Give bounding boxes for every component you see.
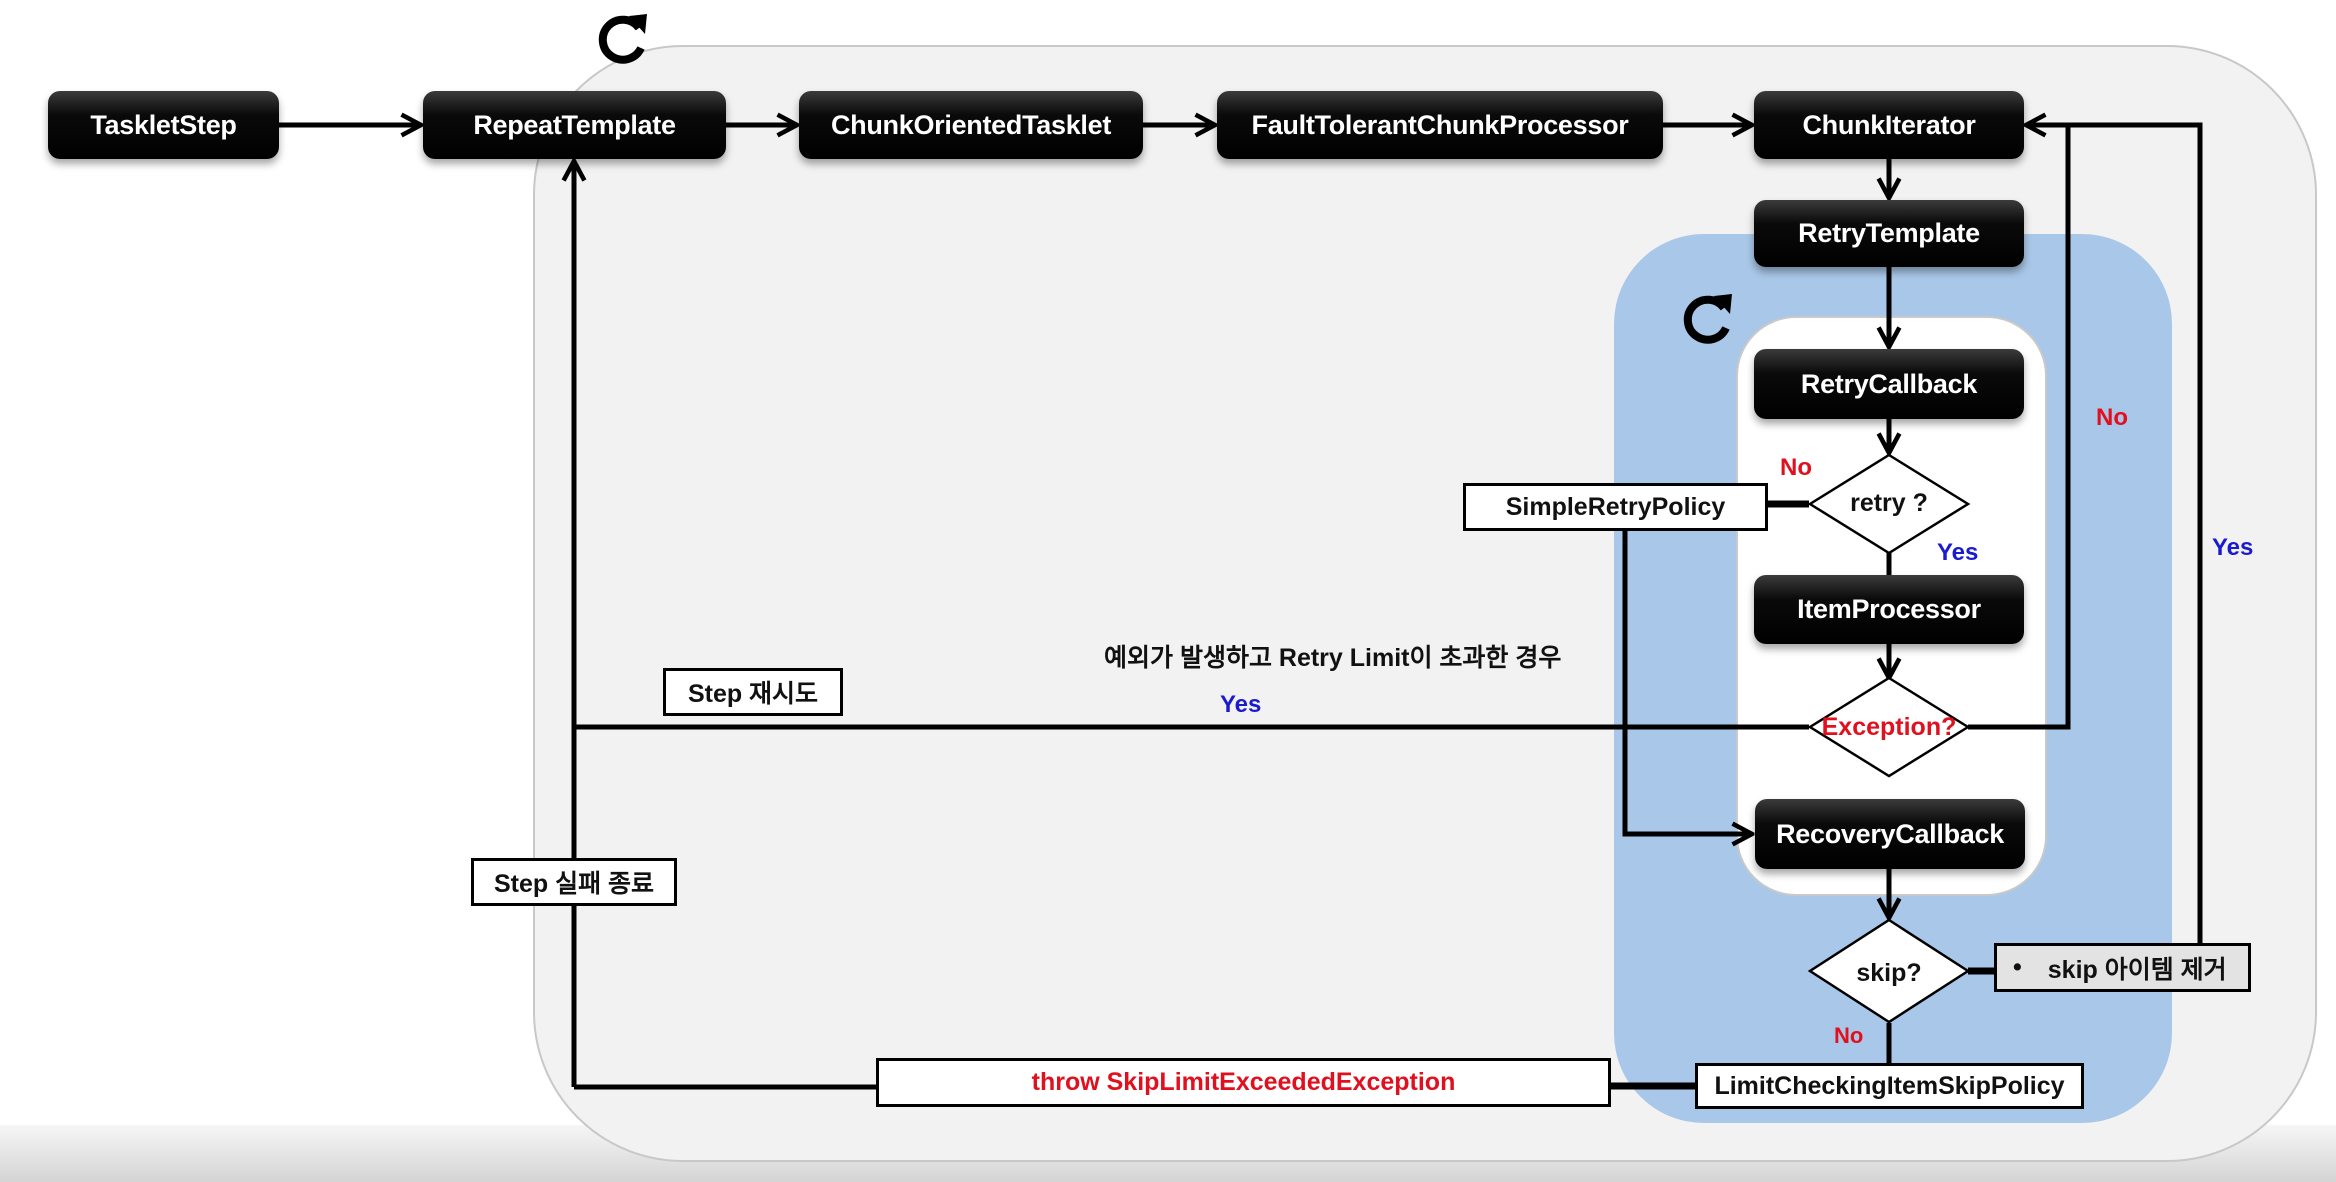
edge-exception-iterator	[1968, 125, 2071, 730]
item-processor-node: ItemProcessor	[1754, 575, 2024, 644]
retry-no-label: No	[1780, 454, 1812, 481]
refresh-icon	[598, 14, 647, 64]
retry-decision: retry ?	[1850, 488, 1928, 517]
retry-yes-label: Yes	[1937, 539, 1979, 566]
skip-decision-shape	[1807, 918, 1971, 1024]
bullet-icon: •	[2013, 953, 2022, 981]
recovery-callback-node: RecoveryCallback	[1755, 799, 2025, 869]
skip-remove-text: skip 아이템 제거	[2047, 955, 2227, 984]
exception-no-label: No	[2096, 404, 2128, 431]
skip-yes-label: Yes	[2212, 534, 2254, 561]
refresh-icon	[1683, 294, 1732, 344]
retry-decision-shape	[1807, 453, 1971, 555]
chunk-oriented-tasklet-node: ChunkOrientedTasklet	[799, 91, 1143, 159]
skip-limit-exception-box: throw SkipLimitExceededException	[876, 1058, 1611, 1107]
retry-limit-exceeded-note: 예외가 발생하고 Retry Limit이 초과한 경우	[1104, 644, 1562, 672]
chunk-iterator-node: ChunkIterator	[1754, 91, 2024, 159]
step-fail-box: Step 실패 종료	[471, 858, 677, 906]
exception-decision: Exception?	[1821, 712, 1957, 741]
skip-remove-box: • skip 아이템 제거	[1994, 943, 2251, 992]
repeat-template-node: RepeatTemplate	[423, 91, 726, 159]
edge-simplepolicy-recovery	[1622, 530, 1752, 834]
step-retry-box: Step 재시도	[663, 668, 843, 716]
skip-decision: skip?	[1856, 958, 1922, 987]
exception-decision-shape	[1807, 676, 1971, 778]
tasklet-step-node: TaskletStep	[48, 91, 279, 159]
limit-checking-skip-policy-box: LimitCheckingItemSkipPolicy	[1695, 1063, 2084, 1109]
exception-yes-label: Yes	[1220, 691, 1262, 718]
skip-no-label: No	[1834, 1023, 1864, 1048]
simple-retry-policy-box: SimpleRetryPolicy	[1463, 483, 1768, 531]
retry-callback-node: RetryCallback	[1754, 349, 2024, 419]
fault-tolerant-chunk-processor-node: FaultTolerantChunkProcessor	[1217, 91, 1663, 159]
retry-template-node: RetryTemplate	[1754, 200, 2024, 267]
edge-skipremove-iterator	[2068, 122, 2203, 943]
